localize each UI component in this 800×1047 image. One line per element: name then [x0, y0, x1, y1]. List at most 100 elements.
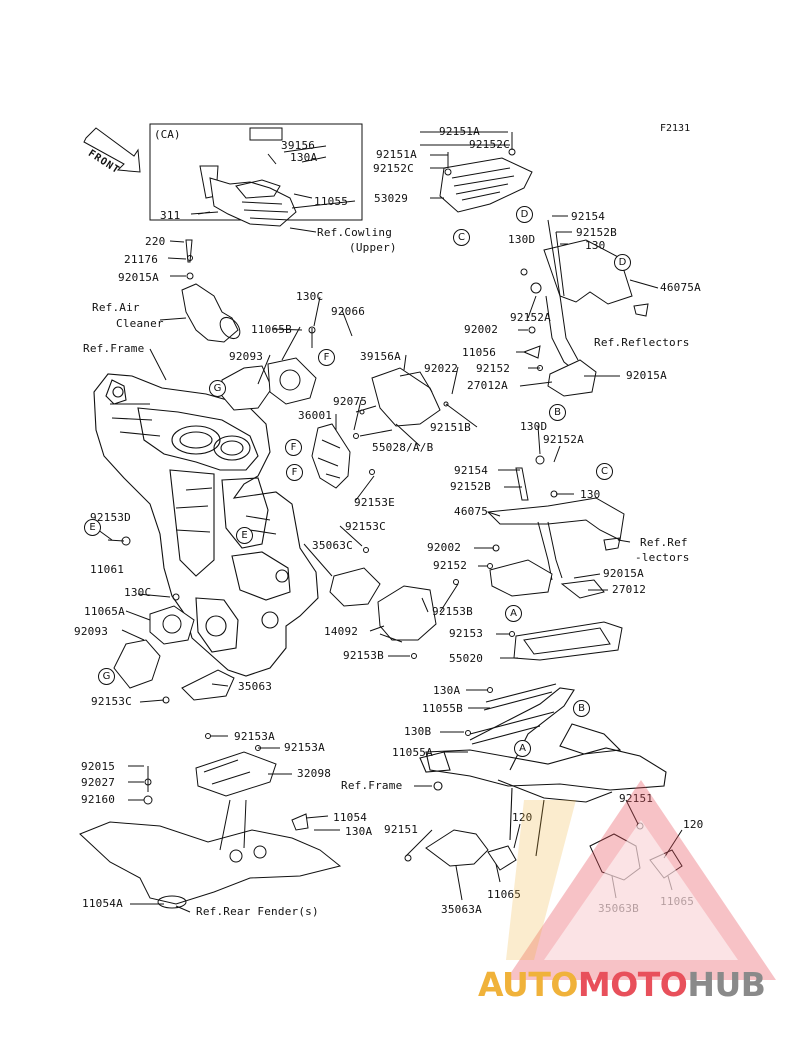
ca-box-label: (CA) — [154, 128, 181, 141]
ref-circle-e: E — [84, 519, 101, 536]
part-label-130C-mid: 130C — [124, 586, 152, 599]
ref-circle-g: G — [209, 380, 226, 397]
part-label-92022: 92022 — [424, 362, 459, 375]
part-label-92151-left: 92151 — [384, 823, 419, 836]
part-label-130-mid: 130 — [580, 488, 601, 501]
ref-circle-f: F — [285, 439, 302, 456]
front-arrow-label: FRONT — [86, 148, 122, 177]
part-label-92152B-mid: 92152B — [450, 480, 491, 493]
part-label-36001: 36001 — [298, 409, 333, 422]
part-label-92015A-r1: 92015A — [626, 369, 667, 382]
part-label-46075: 46075 — [454, 505, 489, 518]
part-label-35063A: 35063A — [441, 903, 482, 916]
part-label-ref-air-2: Cleaner — [116, 317, 164, 330]
part-label-35063C: 35063C — [312, 539, 353, 552]
ref-circle-f: F — [286, 464, 303, 481]
part-label-27012: 27012 — [612, 583, 647, 596]
part-label-130-top: 130 — [585, 239, 606, 252]
ref-circle-e: E — [236, 527, 253, 544]
part-label-92153B-a: 92153B — [432, 605, 473, 618]
part-label-92152-top: 92152 — [476, 362, 511, 375]
front-arrow — [83, 127, 141, 173]
ref-circle-f: F — [318, 349, 335, 366]
part-label-92151A-1: 92151A — [439, 125, 480, 138]
part-label-92153D: 92153D — [90, 511, 131, 524]
part-label-130D-mid: 130D — [520, 420, 548, 433]
part-label-130B: 130B — [404, 725, 432, 738]
part-label-92154-mid: 92154 — [454, 464, 489, 477]
ref-circle-a: A — [505, 605, 522, 622]
ref-circle-b: B — [573, 700, 590, 717]
part-label-55028: 55028/A/B — [372, 441, 434, 454]
part-label-130A-ca: 130A — [290, 151, 318, 164]
part-label-35063: 35063 — [238, 680, 273, 693]
watermark-part-moto: MOTO — [577, 965, 688, 1004]
part-label-ref-frame-top: Ref.Frame — [83, 342, 145, 355]
part-label-11065: 11065 — [487, 888, 522, 901]
watermark-triangle — [506, 780, 776, 980]
part-label-11056: 11056 — [462, 346, 497, 359]
part-label-120-left: 120 — [512, 811, 533, 824]
part-label-11055B: 11055B — [422, 702, 463, 715]
part-label-92153C-mid: 92153C — [345, 520, 386, 533]
part-label-92151A-2: 92151A — [376, 148, 417, 161]
diagram-code: F2131 — [660, 123, 691, 134]
part-label-11054A: 11054A — [82, 897, 123, 910]
part-label-ref-cowling: Ref.Cowling — [317, 226, 393, 239]
ref-circle-c: C — [596, 463, 613, 480]
part-label-39156: 39156 — [281, 139, 316, 152]
ref-circle-c: C — [453, 229, 470, 246]
ref-circle-d: D — [516, 206, 533, 223]
part-label-92151-right: 92151 — [619, 792, 654, 805]
part-label-ref-air: Ref.Air — [92, 301, 140, 314]
part-label-311: 311 — [160, 209, 181, 222]
under-cover — [79, 821, 342, 905]
part-label-92153E: 92153E — [354, 496, 395, 509]
main-frame — [93, 373, 319, 677]
part-label-92002-mid: 92002 — [427, 541, 462, 554]
part-label-ref-ref: Ref.Ref — [640, 536, 688, 549]
part-label-39156A: 39156A — [360, 350, 401, 363]
part-label-92160: 92160 — [81, 793, 116, 806]
part-label-92015A-top: 92015A — [118, 271, 159, 284]
part-label-ref-reflectors: Ref.Reflectors — [594, 336, 690, 349]
part-label-120-right: 120 — [683, 818, 704, 831]
ref-circle-b: B — [549, 404, 566, 421]
part-label-92154-top: 92154 — [571, 210, 606, 223]
part-label-92015A-r2: 92015A — [603, 567, 644, 580]
part-label-92152A-mid: 92152A — [543, 433, 584, 446]
part-label-92153A-2: 92153A — [284, 741, 325, 754]
part-label-92152A-top: 92152A — [510, 311, 551, 324]
part-label-ref-ref-2: -lectors — [635, 551, 690, 564]
part-label-11061: 11061 — [90, 563, 125, 576]
watermark-part-hub: HUB — [687, 965, 766, 1004]
ref-circle-d: D — [614, 254, 631, 271]
part-label-ref-cowling-2: (Upper) — [349, 241, 397, 254]
part-label-11065A: 11065A — [84, 605, 125, 618]
part-label-92093-mid: 92093 — [74, 625, 109, 638]
part-label-92153A-1: 92153A — [234, 730, 275, 743]
gasket-low — [113, 639, 161, 689]
part-label-11065B: 11065B — [251, 323, 292, 336]
part-label-92093-top: 92093 — [229, 350, 264, 363]
seat-53029 — [439, 157, 533, 213]
part-label-130C-top: 130C — [296, 290, 324, 303]
part-label-46075A: 46075A — [660, 281, 701, 294]
part-label-92002-top: 92002 — [464, 323, 499, 336]
part-label-ref-rear-fender: Ref.Rear Fender(s) — [196, 905, 319, 918]
part-label-92027: 92027 — [81, 776, 116, 789]
part-label-92153B-b: 92153B — [343, 649, 384, 662]
part-label-27012A: 27012A — [467, 379, 508, 392]
part-label-ref-frame-low: Ref.Frame — [341, 779, 403, 792]
part-label-11055A: 11055A — [392, 746, 433, 759]
part-label-92152B-top: 92152B — [576, 226, 617, 239]
part-label-21176: 21176 — [124, 253, 159, 266]
part-label-32098: 32098 — [297, 767, 332, 780]
part-label-92153-r: 92153 — [449, 627, 484, 640]
part-label-130A-low: 130A — [345, 825, 373, 838]
part-label-53029: 53029 — [374, 192, 409, 205]
part-label-92015: 92015 — [81, 760, 116, 773]
grab-rail-lower — [486, 497, 625, 541]
